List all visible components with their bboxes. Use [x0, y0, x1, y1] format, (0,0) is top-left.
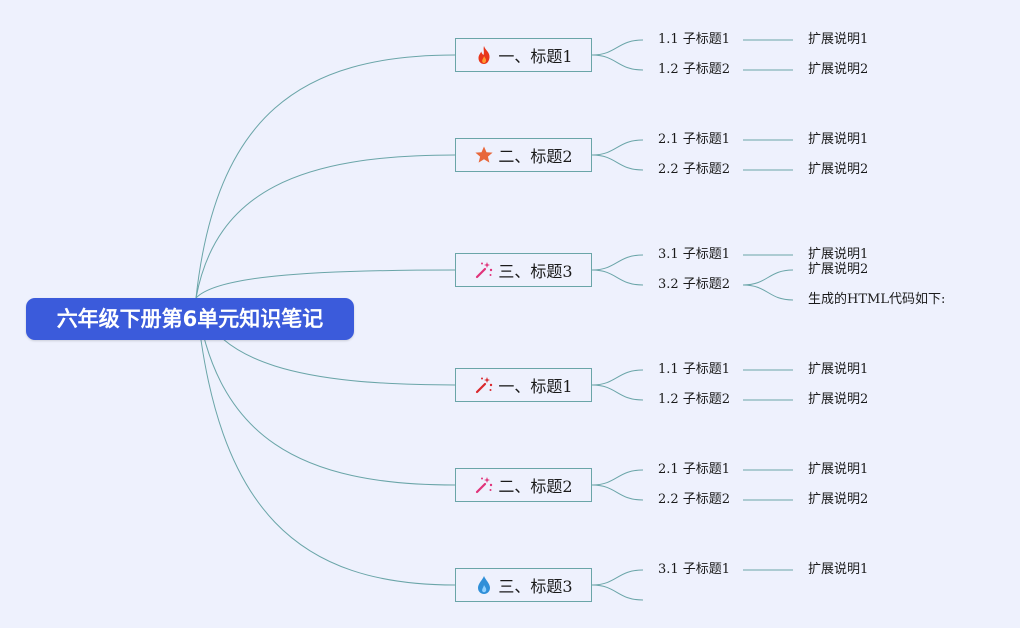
subtopic[interactable]: 2.2 子标题2: [658, 162, 731, 177]
branch-connector: [195, 297, 456, 586]
magic-wand-icon: [474, 475, 494, 495]
note-text[interactable]: 生成的HTML代码如下:: [808, 292, 946, 307]
note-text[interactable]: 扩展说明2: [808, 162, 869, 177]
subtopic[interactable]: 1.2 子标题2: [658, 392, 731, 407]
subtopic[interactable]: 1.1 子标题1: [658, 32, 731, 47]
branch-label: 一、标题1: [498, 47, 573, 66]
subtopic-connector: [591, 269, 644, 286]
subtopic-connector: [591, 584, 644, 601]
note-connector: [742, 269, 794, 286]
note-text[interactable]: 扩展说明2: [808, 392, 869, 407]
root-topic[interactable]: 六年级下册第6单元知识笔记: [26, 298, 354, 340]
branch-label: 三、标题3: [498, 262, 573, 281]
subtopic[interactable]: 1.2 子标题2: [658, 62, 731, 77]
subtopic-connector: [591, 139, 644, 156]
subtopic-connector: [591, 384, 644, 401]
subtopic[interactable]: 1.1 子标题1: [658, 362, 731, 377]
note-text[interactable]: 扩展说明1: [808, 247, 869, 262]
subtopic[interactable]: 3.1 子标题1: [658, 562, 731, 577]
subtopic-connector: [591, 254, 644, 271]
branch-topic[interactable]: 一、标题1: [455, 368, 592, 402]
note-text[interactable]: 扩展说明1: [808, 562, 869, 577]
branch-topic[interactable]: 三、标题3: [455, 568, 592, 602]
water-drop-icon: [474, 575, 494, 595]
note-text[interactable]: 扩展说明1: [808, 32, 869, 47]
subtopic[interactable]: 3.1 子标题1: [658, 247, 731, 262]
branch-connector: [195, 269, 456, 299]
subtopic-connector: [591, 569, 644, 586]
magic-wand-icon: [474, 375, 494, 395]
star-icon: [474, 145, 494, 165]
note-connector: [742, 284, 794, 301]
branch-label: 二、标题2: [498, 147, 573, 166]
note-text[interactable]: 扩展说明2: [808, 262, 869, 277]
subtopic-connector: [591, 484, 644, 501]
branch-topic[interactable]: 二、标题2: [455, 138, 592, 172]
subtopic[interactable]: 2.2 子标题2: [658, 492, 731, 507]
branch-connector: [195, 154, 456, 299]
subtopic[interactable]: 3.2 子标题2: [658, 277, 731, 292]
branch-topic[interactable]: 二、标题2: [455, 468, 592, 502]
note-text[interactable]: 扩展说明1: [808, 362, 869, 377]
subtopic-connector: [591, 39, 644, 56]
subtopic-connector: [591, 469, 644, 486]
subtopic-connector: [591, 54, 644, 71]
subtopic[interactable]: 2.1 子标题1: [658, 462, 731, 477]
note-text[interactable]: 扩展说明2: [808, 62, 869, 77]
branch-label: 三、标题3: [498, 577, 573, 596]
note-text[interactable]: 扩展说明1: [808, 132, 869, 147]
subtopic-connector: [591, 369, 644, 386]
magic-wand-icon: [474, 260, 494, 280]
branch-label: 二、标题2: [498, 477, 573, 496]
fire-icon: [474, 45, 494, 65]
note-text[interactable]: 扩展说明1: [808, 462, 869, 477]
branch-label: 一、标题1: [498, 377, 573, 396]
branch-connector: [195, 54, 456, 299]
subtopic[interactable]: 2.1 子标题1: [658, 132, 731, 147]
note-text[interactable]: 扩展说明2: [808, 492, 869, 507]
subtopic-connector: [591, 154, 644, 171]
branch-topic[interactable]: 三、标题3: [455, 253, 592, 287]
branch-topic[interactable]: 一、标题1: [455, 38, 592, 72]
branch-connector: [195, 297, 456, 486]
